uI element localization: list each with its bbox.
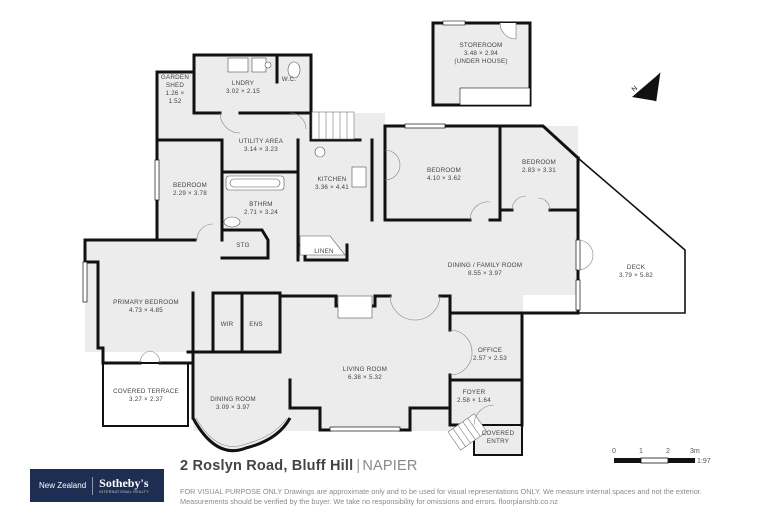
sothebys-logo: New Zealand Sotheby's INTERNATIONAL REAL… [30,469,164,502]
room-label-garden-shed: GARDEN SHED 1.26 × 1.52 [160,74,190,105]
street-address: 2 Roslyn Road, Bluff Hill [180,458,354,474]
brand-region: New Zealand [39,481,87,490]
brand-name: Sotheby's [99,476,149,490]
doors [139,112,594,426]
room-label-utility: UTILITY AREA 3.14 × 3.23 [238,138,284,153]
scale-ratio: 1:97 [697,458,711,465]
room-label-deck: DECK 3.79 × 5.82 [619,264,653,279]
room-label-dining-room: DINING ROOM 3.09 × 3.97 [210,396,256,411]
room-label-bedroom-3: BEDROOM 2.29 × 3.78 [173,182,207,197]
north-arrow-icon: N [631,72,661,102]
room-label-linen: LINEN [314,248,334,255]
deck-shape [577,156,686,314]
room-label-ens: ENS [249,321,263,328]
scale-bar [614,457,695,464]
address-separator: | [356,458,361,474]
walls [83,53,581,432]
room-label-primary-bedroom: PRIMARY BEDROOM 4.73 × 4.85 [113,299,179,314]
city: NAPIER [362,458,418,474]
room-label-bedroom-2: BEDROOM 4.10 × 3.62 [427,167,461,182]
stairs [311,111,488,451]
storeroom-shape [431,20,532,107]
svg-text:N: N [631,85,639,94]
room-label-stg: STG [236,242,250,249]
room-label-bedroom-4: BEDROOM 2.83 × 3.31 [522,159,556,174]
room-label-foyer: FOYER 2.58 × 1.64 [457,389,491,404]
fixtures [223,57,373,319]
property-address: 2 Roslyn Road, Bluff Hill|NAPIER [180,458,418,474]
room-label-wir: WIR [220,321,234,328]
windows [82,123,581,453]
covered-terrace-shape [102,362,189,427]
scale-tick-3: 3m [690,448,700,455]
scale-tick-2: 2 [666,448,670,455]
room-label-dining-family: DINING / FAMILY ROOM 8.55 × 3.97 [447,262,523,277]
room-label-laundry: LNDRY 3.02 × 2.15 [226,80,260,95]
brand-divider [92,476,94,495]
room-label-living: LIVING ROOM 6.38 × 5.32 [342,366,388,381]
room-label-covered-entry: COVERED ENTRY [481,430,515,445]
room-label-office: OFFICE 2.57 × 2.53 [473,347,507,362]
brand-tagline: INTERNATIONAL REALTY [99,490,150,494]
scale-tick-0: 0 [612,448,616,455]
room-label-kitchen: KITCHEN 3.36 × 4.41 [315,176,349,191]
room-label-wc: W.C. [281,76,297,83]
room-label-covered-terrace: COVERED TERRACE 3.27 × 2.37 [113,388,179,403]
scale-tick-1: 1 [639,448,643,455]
room-label-bathroom: BTHRM 2.71 × 3.24 [244,201,278,216]
room-label-storeroom: STOREROOM 3.48 × 2.94 (UNDER HOUSE) [454,42,508,65]
disclaimer-text: FOR VISUAL PURPOSE ONLY Drawings are app… [180,487,702,506]
